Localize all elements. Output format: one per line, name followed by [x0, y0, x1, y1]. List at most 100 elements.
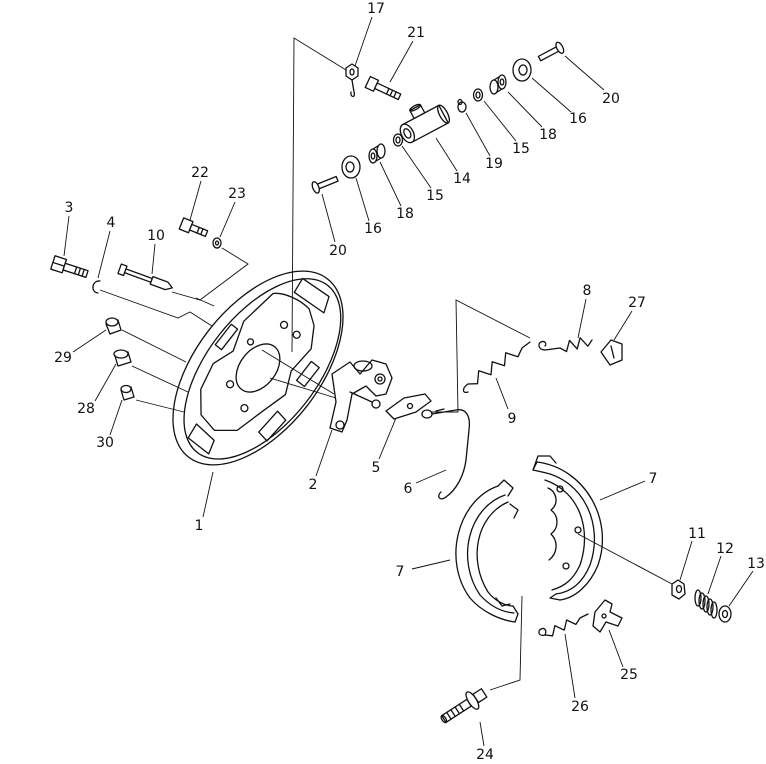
brake-shoe-right — [532, 455, 603, 601]
leader-line — [151, 243, 156, 275]
leader-line — [72, 329, 107, 353]
piston-lower — [368, 143, 386, 164]
leader-line — [354, 16, 373, 67]
leader-line — [679, 540, 693, 581]
adjuster-lever — [592, 599, 623, 633]
c-clip — [92, 280, 101, 294]
callout-label: 16 — [364, 221, 382, 237]
callout-label: 16 — [569, 111, 587, 127]
lock-washer — [212, 237, 222, 249]
callout-labels: 17 21 20 16 18 15 19 14 15 18 16 20 22 2… — [54, 1, 765, 763]
callout-label: 26 — [571, 699, 589, 715]
anchor-pin — [117, 263, 173, 291]
leader-line — [707, 555, 722, 595]
adjuster-spring — [538, 613, 589, 637]
callout-label: 8 — [583, 283, 592, 299]
callout-label: 6 — [404, 481, 413, 497]
callout-label: 19 — [485, 156, 503, 172]
callout-label: 13 — [747, 556, 765, 572]
assembly-line — [291, 37, 347, 353]
leader-line — [401, 145, 432, 189]
bleeder-cap — [457, 98, 467, 113]
callout-label: 23 — [228, 186, 246, 202]
callout-label: 15 — [512, 141, 530, 157]
leader-line — [315, 429, 333, 477]
adjuster-nut — [671, 579, 686, 600]
wheel-cylinder — [399, 103, 451, 144]
callout-label: 24 — [476, 747, 494, 763]
plate-bolt — [50, 255, 89, 279]
rubber-plug — [113, 349, 132, 367]
callout-label: 25 — [620, 667, 638, 683]
callout-label: 2 — [309, 477, 318, 493]
assembly-line — [171, 247, 249, 301]
leader-line — [389, 40, 414, 83]
callout-label: 9 — [508, 411, 517, 427]
leader-line — [355, 177, 370, 222]
assembly-line — [195, 297, 215, 307]
push-pin-lower — [311, 175, 339, 194]
coil-spring — [694, 589, 718, 619]
leader-line — [599, 480, 646, 501]
callout-label: 10 — [147, 228, 165, 244]
leader-line — [411, 559, 451, 570]
leader-line — [531, 77, 572, 113]
leader-line — [577, 298, 587, 339]
backing-plate — [172, 270, 344, 466]
leader-line — [202, 471, 214, 518]
leader-line — [564, 633, 576, 699]
leader-line — [379, 161, 402, 207]
callout-label: 11 — [688, 526, 706, 542]
leader-line — [94, 363, 117, 402]
piston-upper — [489, 74, 507, 95]
rubber-plug — [120, 384, 135, 401]
lever-bracket — [329, 359, 393, 433]
callout-label: 5 — [372, 460, 381, 476]
leader-line — [564, 55, 605, 91]
leader-line — [465, 112, 491, 157]
leader-line — [495, 377, 509, 410]
callout-label: 20 — [329, 243, 347, 259]
callout-label: 3 — [65, 200, 74, 216]
callout-label: 14 — [453, 171, 471, 187]
assembly-line — [135, 399, 185, 413]
assembly-line — [121, 329, 187, 363]
leader-line — [415, 469, 447, 484]
callout-label: 18 — [539, 127, 557, 143]
callout-label: 12 — [716, 541, 734, 557]
dust-boot-lower — [341, 155, 361, 179]
leader-line — [507, 91, 543, 128]
push-pin-upper — [537, 41, 565, 62]
piston-cup-lower — [392, 133, 404, 147]
retaining-clip — [600, 339, 623, 366]
leader-line — [435, 137, 458, 172]
dust-boot-upper — [512, 58, 532, 82]
callout-label: 18 — [396, 206, 414, 222]
assembly-line — [577, 533, 673, 585]
assembly-line — [261, 349, 335, 395]
leader-line — [109, 399, 123, 436]
assembly-line — [269, 377, 337, 399]
brake-shoe-left — [455, 479, 519, 623]
rubber-plug — [105, 317, 122, 335]
leader-line — [483, 100, 517, 142]
leader-line — [189, 180, 202, 221]
assembly-line — [489, 595, 523, 691]
hold-spring — [538, 337, 593, 353]
callout-label: 20 — [602, 91, 620, 107]
callout-label: 1 — [195, 518, 204, 534]
leader-lines — [63, 16, 754, 747]
leader-line — [728, 570, 754, 607]
leader-line — [378, 417, 397, 460]
adjusting-screw — [440, 688, 488, 724]
bleeder-screw — [345, 63, 359, 98]
leader-line — [219, 201, 236, 238]
callout-label: 22 — [191, 165, 209, 181]
callout-label: 28 — [77, 401, 95, 417]
leader-line — [608, 629, 624, 668]
mounting-bolt — [178, 217, 209, 237]
piston-cup-upper — [472, 88, 484, 102]
assembly-line — [131, 365, 189, 393]
leader-line — [321, 193, 336, 243]
